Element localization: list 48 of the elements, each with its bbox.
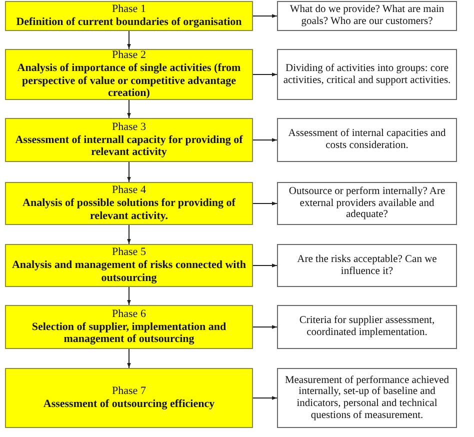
phase-title: Assessment of outsourcing efficiency (43, 398, 215, 411)
phase-number: Phase 3 (112, 120, 146, 134)
arrow (127, 30, 131, 50)
arrow (127, 348, 131, 368)
description-box (277, 1, 457, 31)
phase-title: Definition of current boundaries of organisation (16, 16, 242, 29)
arrow (252, 138, 278, 142)
description-text: What do we provide? What are main goals? Who are our customers? (288, 4, 446, 28)
arrow (252, 202, 278, 206)
description-box (277, 305, 457, 349)
arrow (252, 72, 278, 76)
description-text: Assessment of internal capacities and costs consideration. (287, 128, 447, 152)
phase-number: Phase 6 (112, 308, 146, 321)
description-box (277, 244, 457, 287)
phase-number: Phase 1 (112, 3, 146, 16)
phase-box (5, 368, 253, 428)
phase-title: Selection of supplier, implementation and management of outsourcing (30, 320, 228, 346)
description-text: Criteria for supplier assessment, coordinated implementation. (298, 315, 436, 339)
arrow (252, 325, 278, 329)
phase-box (5, 118, 253, 162)
phase-number: Phase 5 (112, 246, 146, 260)
arrow (127, 286, 131, 306)
description-box (277, 368, 457, 428)
description-text: Measurement of performance achieved internally, set-up of baseline and indicators, personal and technical questions of measurement. (284, 374, 450, 422)
phase-box (5, 49, 253, 100)
phase-number: Phase 7 (112, 385, 146, 398)
phase-title: Analysis and management of risks connected with outsourcing (10, 259, 248, 285)
arrow (127, 162, 131, 182)
phase-number: Phase 2 (112, 48, 146, 62)
phase-box (5, 1, 253, 31)
phase-box (5, 305, 253, 349)
description-text: Are the risks acceptable? Can we influence it? (296, 254, 438, 278)
arrow (252, 264, 278, 268)
description-box (277, 49, 457, 100)
description-box (277, 182, 457, 225)
phase-title: Analysis of importance of single activities (from perspective of value or competitive advantage creation) (16, 62, 242, 100)
arrow (252, 396, 278, 400)
phase-title: Analysis of possible solutions for providing of relevant activity. (22, 197, 236, 223)
phase-title: Assessment of internall capacity for providing of relevant activity (14, 134, 244, 160)
phase-number: Phase 4 (112, 184, 146, 198)
arrow (127, 100, 131, 118)
description-text: Dividing of activities into groups: core activities, critical and support activities. (282, 62, 452, 86)
phase-box (5, 244, 253, 287)
phase-box (5, 182, 253, 225)
arrow (252, 14, 278, 18)
description-text: Outsource or perform internally? Are external providers available and adequate? (288, 186, 446, 222)
arrow (127, 224, 131, 244)
description-box (277, 118, 457, 162)
